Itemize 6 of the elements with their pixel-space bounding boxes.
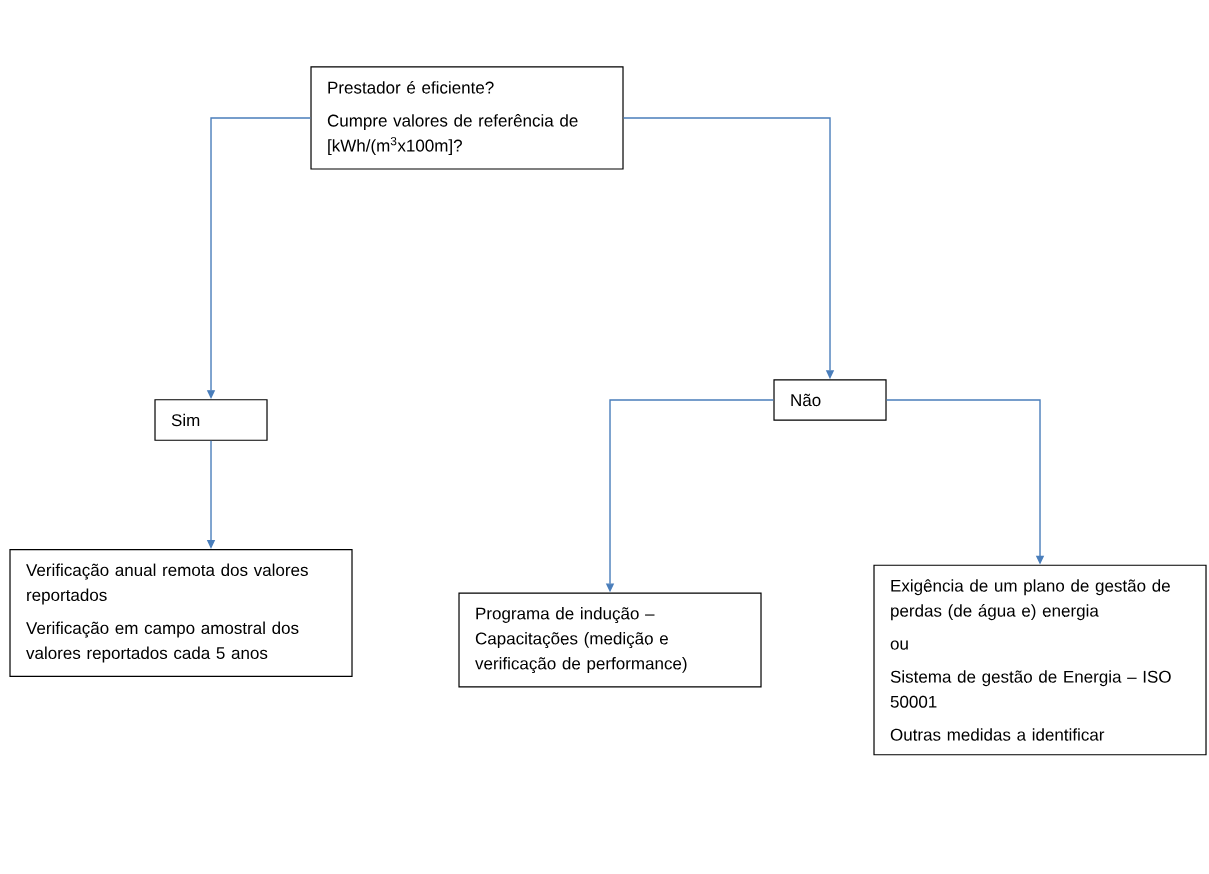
text-box: Prestador é eficiente? Cumpre valores de referência de [kWh/(m$^{3}$x100m]? (310, 66, 624, 170)
text-box: Programa de indução – Capacitações (medição e verificação de performance) (458, 592, 762, 688)
text-box: Verificação anual remota dos valores reportados Verificação em campo amostral dos valores reportados cada 5 anos (9, 548, 353, 677)
text-box: Não (773, 379, 887, 421)
text-box: Exigência de um plano de gestão de perdas (de água e) energia ou Sistema de gestão de Energia – ISO 50001 Outras medidas a identificar (873, 564, 1207, 756)
text-box: Sim (154, 399, 268, 441)
